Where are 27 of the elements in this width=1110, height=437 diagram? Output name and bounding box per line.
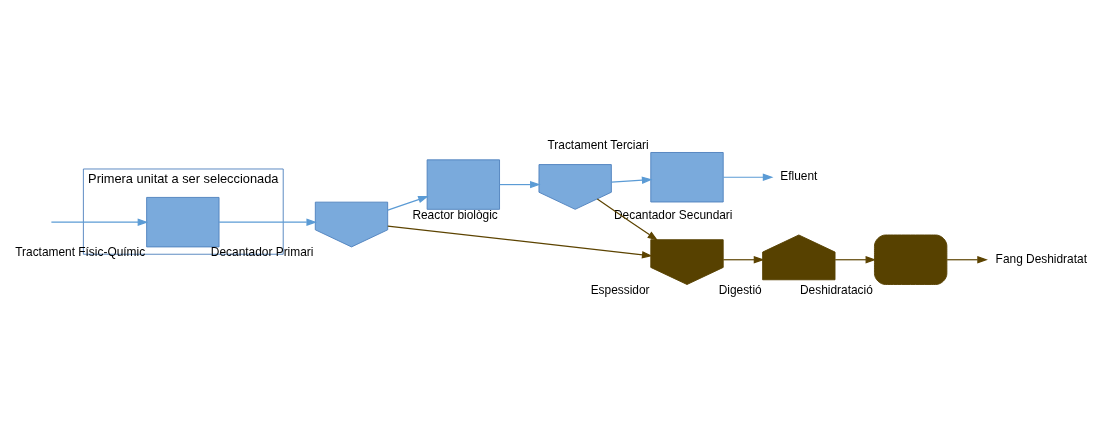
node-label: Deshidratació (800, 283, 873, 298)
arrow (946, 256, 988, 264)
node-label: Decantador Primari (210, 245, 314, 260)
node-box (426, 159, 500, 210)
node-label: Reactor biològic (412, 207, 498, 222)
arrow (387, 196, 429, 211)
node-label: Tractament Terciari (547, 138, 649, 153)
arrow (610, 176, 653, 184)
node-house (762, 234, 836, 281)
node-capsule (874, 234, 948, 285)
node-box (650, 152, 724, 203)
arrow (722, 173, 774, 181)
arrow (387, 225, 653, 259)
node-label: Espessidor (590, 283, 650, 298)
node-hopper (650, 239, 724, 285)
node-text: Fang Deshidratat (995, 251, 1087, 266)
arrow (834, 256, 877, 264)
node-label: Digestió (718, 283, 762, 298)
node-text: Efluent (780, 169, 818, 184)
arrow (50, 218, 149, 226)
node-hopper (538, 164, 612, 210)
arrow (499, 180, 541, 189)
arrow (722, 256, 765, 264)
arrow (218, 218, 318, 226)
node-box (146, 196, 220, 248)
node-label: Tractament Físic-Químic (15, 245, 146, 260)
node-hopper (314, 201, 389, 248)
